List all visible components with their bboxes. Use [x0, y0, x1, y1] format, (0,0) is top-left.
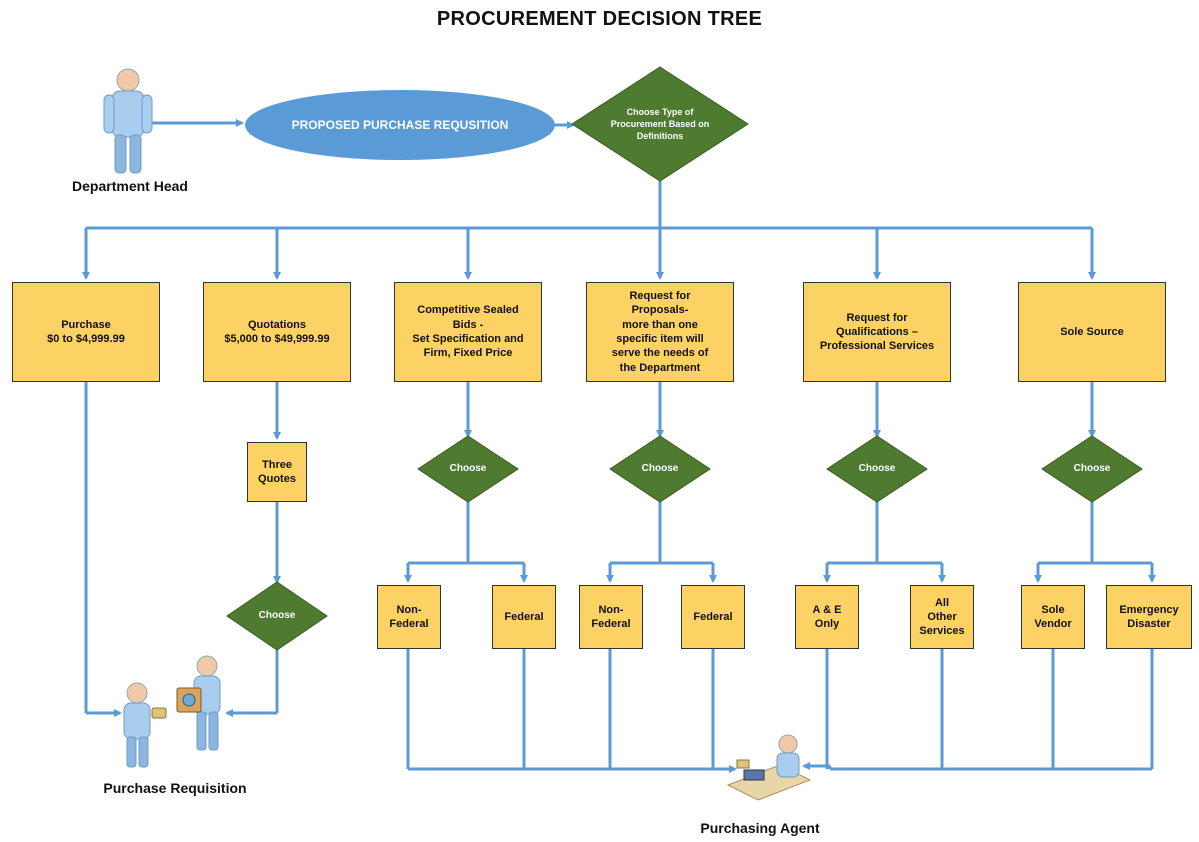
choose-label-sole-source: Choose: [1073, 463, 1111, 475]
a-e-only-box: A & E Only: [795, 585, 859, 649]
choose-diamond-sole-source: [1041, 435, 1143, 503]
purchase-box: Purchase $0 to $4,999.99: [12, 282, 160, 382]
all-other-services-box: All Other Services: [910, 585, 974, 649]
sole-vendor-box: Sole Vendor: [1021, 585, 1085, 649]
rfq-box: Request for Qualifications – Professiona…: [803, 282, 951, 382]
choose-label-rfp: Choose: [641, 463, 679, 475]
rfp-non-federal-box: Non- Federal: [579, 585, 643, 649]
purchasing-agent-label: Purchasing Agent: [700, 820, 820, 836]
purchase-requisition-people-icon: [123, 655, 221, 768]
purchasing-agent-desk-icon: [726, 734, 812, 801]
procurement-type-decision: [571, 66, 749, 182]
sealed-bids-non-federal-box: Non- Federal: [377, 585, 441, 649]
department-head-person-icon: [103, 68, 153, 174]
sole-source-box: Sole Source: [1018, 282, 1166, 382]
choose-label-quotations: Choose: [258, 610, 296, 622]
three-quotes-box: Three Quotes: [247, 442, 307, 502]
quotations-box: Quotations $5,000 to $49,999.99: [203, 282, 351, 382]
procurement-type-decision-label: Choose Type of Procurement Based on Defi…: [610, 106, 710, 142]
choose-label-rfq: Choose: [858, 463, 896, 475]
choose-label-sealed-bids: Choose: [449, 463, 487, 475]
purchase-requisition-label: Purchase Requisition: [103, 780, 247, 796]
rfp-box: Request for Proposals- more than one spe…: [586, 282, 734, 382]
department-head-label: Department Head: [72, 178, 188, 194]
choose-diamond-rfp: [609, 435, 711, 503]
sealed-bids-federal-box: Federal: [492, 585, 556, 649]
connectors: [82, 119, 1156, 773]
choose-diamond-rfq: [826, 435, 928, 503]
diagram-title: PROCUREMENT DECISION TREE: [436, 8, 763, 30]
proposed-requisition-label: PROPOSED PURCHASE REQUSITION: [291, 118, 509, 132]
emergency-disaster-box: Emergency Disaster: [1106, 585, 1192, 649]
sealed-bids-box: Competitive Sealed Bids - Set Specificat…: [394, 282, 542, 382]
proposed-requisition-ellipse: [245, 90, 555, 160]
rfp-federal-box: Federal: [681, 585, 745, 649]
choose-diamond-quotations: [226, 581, 328, 651]
choose-diamond-sealed-bids: [417, 435, 519, 503]
